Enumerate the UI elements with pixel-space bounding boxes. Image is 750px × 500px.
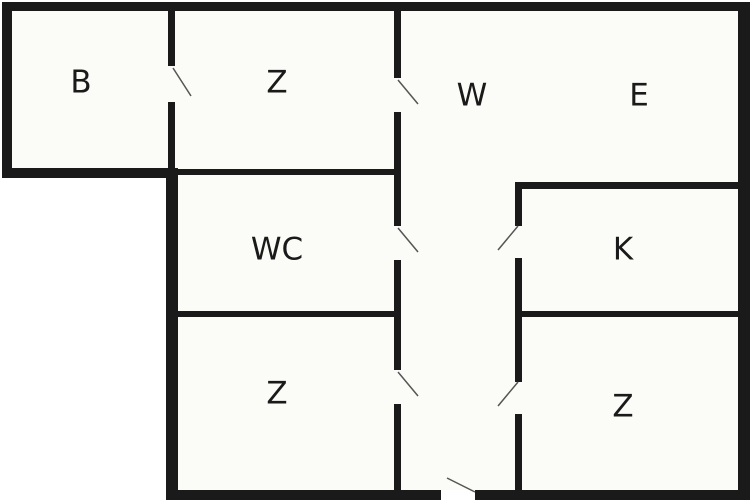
doors bbox=[172, 67, 519, 493]
wall-b-z-lower bbox=[168, 102, 175, 172]
wall-corridor-left-3 bbox=[394, 404, 401, 496]
door-k[interactable] bbox=[497, 225, 519, 251]
room-labels: B Z W E WC K Z Z bbox=[70, 65, 648, 425]
wall-bottom-b bbox=[2, 168, 178, 178]
wall-left-main bbox=[166, 168, 178, 500]
wall-bottom-left bbox=[166, 490, 441, 500]
wall-z-w-upper bbox=[394, 2, 401, 78]
floor-fills bbox=[10, 10, 740, 490]
door-z-bottom-left[interactable] bbox=[397, 371, 419, 397]
room-label-k: K bbox=[613, 232, 634, 268]
wall-corridor-left-1 bbox=[394, 172, 401, 226]
wall-corridor-right-3 bbox=[515, 414, 522, 496]
room-label-z-top: Z bbox=[266, 65, 287, 101]
wall-left-b bbox=[2, 2, 12, 178]
wall-wc-z bbox=[170, 311, 401, 317]
floor-fill-b bbox=[10, 10, 170, 170]
wall-top bbox=[2, 2, 750, 11]
room-label-z-bottom-right: Z bbox=[612, 389, 633, 425]
room-label-e: E bbox=[629, 78, 649, 114]
wall-bottom-right bbox=[475, 490, 750, 500]
wall-right bbox=[738, 2, 750, 500]
wall-k-z bbox=[515, 311, 746, 317]
room-label-z-bottom-left: Z bbox=[266, 376, 287, 412]
wall-corridor-right-1 bbox=[515, 182, 522, 226]
door-wc[interactable] bbox=[397, 227, 419, 253]
wall-b-z bbox=[168, 2, 175, 66]
room-label-w: W bbox=[457, 78, 488, 114]
room-label-wc: WC bbox=[251, 232, 303, 268]
door-b-z[interactable] bbox=[172, 67, 192, 97]
floor-fill-main bbox=[170, 10, 740, 490]
door-entrance[interactable] bbox=[446, 477, 476, 493]
wall-z-wc bbox=[170, 169, 401, 175]
room-label-b: B bbox=[70, 65, 91, 101]
wall-z-w-lower bbox=[394, 112, 401, 172]
wall-e-k bbox=[515, 182, 746, 189]
door-z-w[interactable] bbox=[397, 79, 419, 105]
wall-corridor-right-2 bbox=[515, 258, 522, 382]
door-z-bottom-right[interactable] bbox=[497, 381, 519, 407]
